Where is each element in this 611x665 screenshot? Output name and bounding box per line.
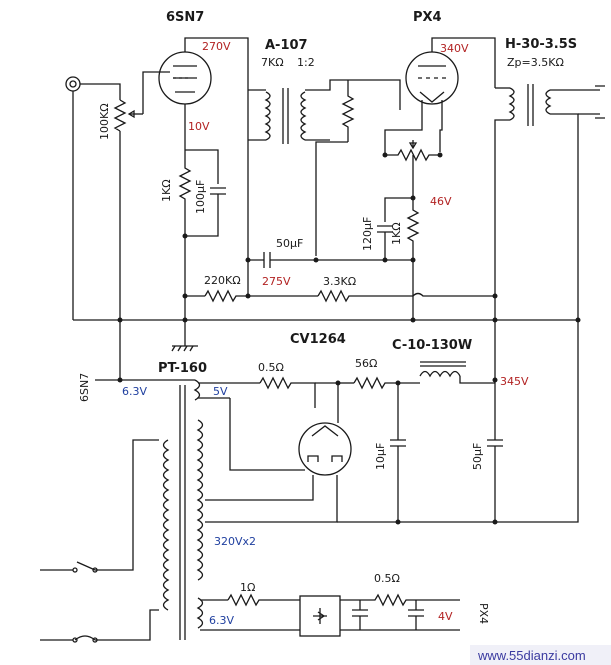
output-tube-px4 [405, 51, 459, 105]
heater-px4-label: PX4 [477, 603, 490, 624]
interstage-label: A-107 [265, 38, 308, 53]
plate-wire-driver [184, 37, 249, 190]
heater-63v-b: 6.3V [209, 614, 234, 627]
psu-ground-return [337, 320, 579, 523]
ck1-label: 100μF [194, 180, 207, 214]
c120-label: 120μF [361, 217, 374, 251]
filter-cap-50uf [263, 252, 385, 268]
r220-label: 220KΩ [204, 274, 241, 287]
px4-cathode-ground [385, 259, 414, 320]
output-transformer-zp: Zp=3.5KΩ [507, 56, 564, 69]
voltage-4: 4V [438, 610, 453, 623]
plate-wire-px4 [431, 37, 496, 88]
px4-bypass-cap [377, 225, 393, 260]
rect-plate-wire [315, 382, 339, 423]
rk1-label: 1KΩ [160, 179, 173, 202]
filter-choke [419, 361, 495, 384]
bridge-out [340, 599, 360, 631]
px4-bypass-wire [384, 197, 413, 222]
voltage-340: 340V [440, 42, 469, 55]
driver-tube-6sn7 [142, 51, 212, 114]
interstage-transformer [248, 79, 348, 144]
r05a-label: 0.5Ω [258, 361, 284, 374]
chassis-ground [171, 320, 198, 352]
speaker-terminals[interactable] [595, 85, 605, 119]
heater-6sn7-label: 6SN7 [78, 373, 91, 402]
rectifier-tube [205, 422, 352, 523]
rectifier-label: CV1264 [290, 332, 346, 347]
volume-potentiometer[interactable] [113, 99, 143, 380]
filter-cap-10uf [390, 383, 406, 522]
px4-filter-cap-a [352, 600, 368, 630]
input-wire [80, 83, 121, 100]
voltage-345: 345V [500, 375, 529, 388]
filter-cap-50uf-b [487, 380, 503, 522]
c50-label: 50μF [276, 237, 303, 250]
choke-label: C-10-130W [392, 338, 472, 353]
fuse [40, 635, 98, 643]
hv-320: 320Vx2 [214, 535, 256, 548]
voltage-270: 270V [202, 40, 231, 53]
voltage-46: 46V [430, 195, 452, 208]
output-tube-label: PX4 [413, 10, 442, 25]
pot-label: 100KΩ [98, 103, 111, 140]
power-transformer-label: PT-160 [158, 361, 207, 376]
r56-label: 56Ω [355, 357, 377, 370]
resistor-05-a [259, 376, 316, 408]
rect-filament-b [229, 398, 305, 471]
b-plus-275-wire [247, 190, 264, 261]
bypass-wire [185, 149, 219, 184]
power-switch[interactable] [40, 561, 98, 573]
c50b-label: 50μF [471, 443, 484, 470]
heater-5v: 5V [213, 385, 228, 398]
power-transformer [162, 379, 230, 640]
grid-wire-px4 [348, 79, 401, 110]
c10-label: 10μF [374, 443, 387, 470]
r33-label: 3.3KΩ [323, 275, 356, 288]
cathode-resistor-1k [178, 150, 192, 236]
px4-filter-cap-b [408, 600, 424, 630]
watermark: www.55dianzi.com [477, 648, 586, 663]
resistor-05-b [360, 593, 416, 607]
px4-cathode-resistor [406, 198, 420, 260]
bridge-rectifier [299, 595, 341, 637]
r1-label: 1Ω [240, 581, 255, 594]
output-transformer [494, 84, 600, 380]
watermark-bg [470, 645, 611, 665]
px4-dc-out [360, 599, 460, 631]
rk2-label: 1KΩ [390, 222, 403, 245]
resistor-56 [353, 376, 420, 390]
output-transformer-label: H-30-3.5S [505, 37, 577, 52]
filament-wires-px4 [384, 100, 443, 155]
mains-wire-b [95, 609, 159, 641]
voltage-10: 10V [188, 120, 210, 133]
mains-wire-a [95, 439, 159, 571]
input-jack[interactable] [65, 76, 81, 92]
r05b-label: 0.5Ω [374, 572, 400, 585]
driver-tube-label: 6SN7 [166, 10, 204, 25]
resistor-3k3 [317, 289, 495, 303]
grid-resistor [315, 80, 355, 256]
heater-63v-a: 6.3V [122, 385, 147, 398]
cathode-bypass-cap [185, 187, 226, 237]
interstage-ratio: 1:2 [297, 56, 315, 69]
interstage-impedance: 7KΩ [261, 56, 284, 69]
voltage-275: 275V [262, 275, 291, 288]
resistor-220k [204, 289, 248, 303]
resistor-1 [227, 593, 300, 607]
